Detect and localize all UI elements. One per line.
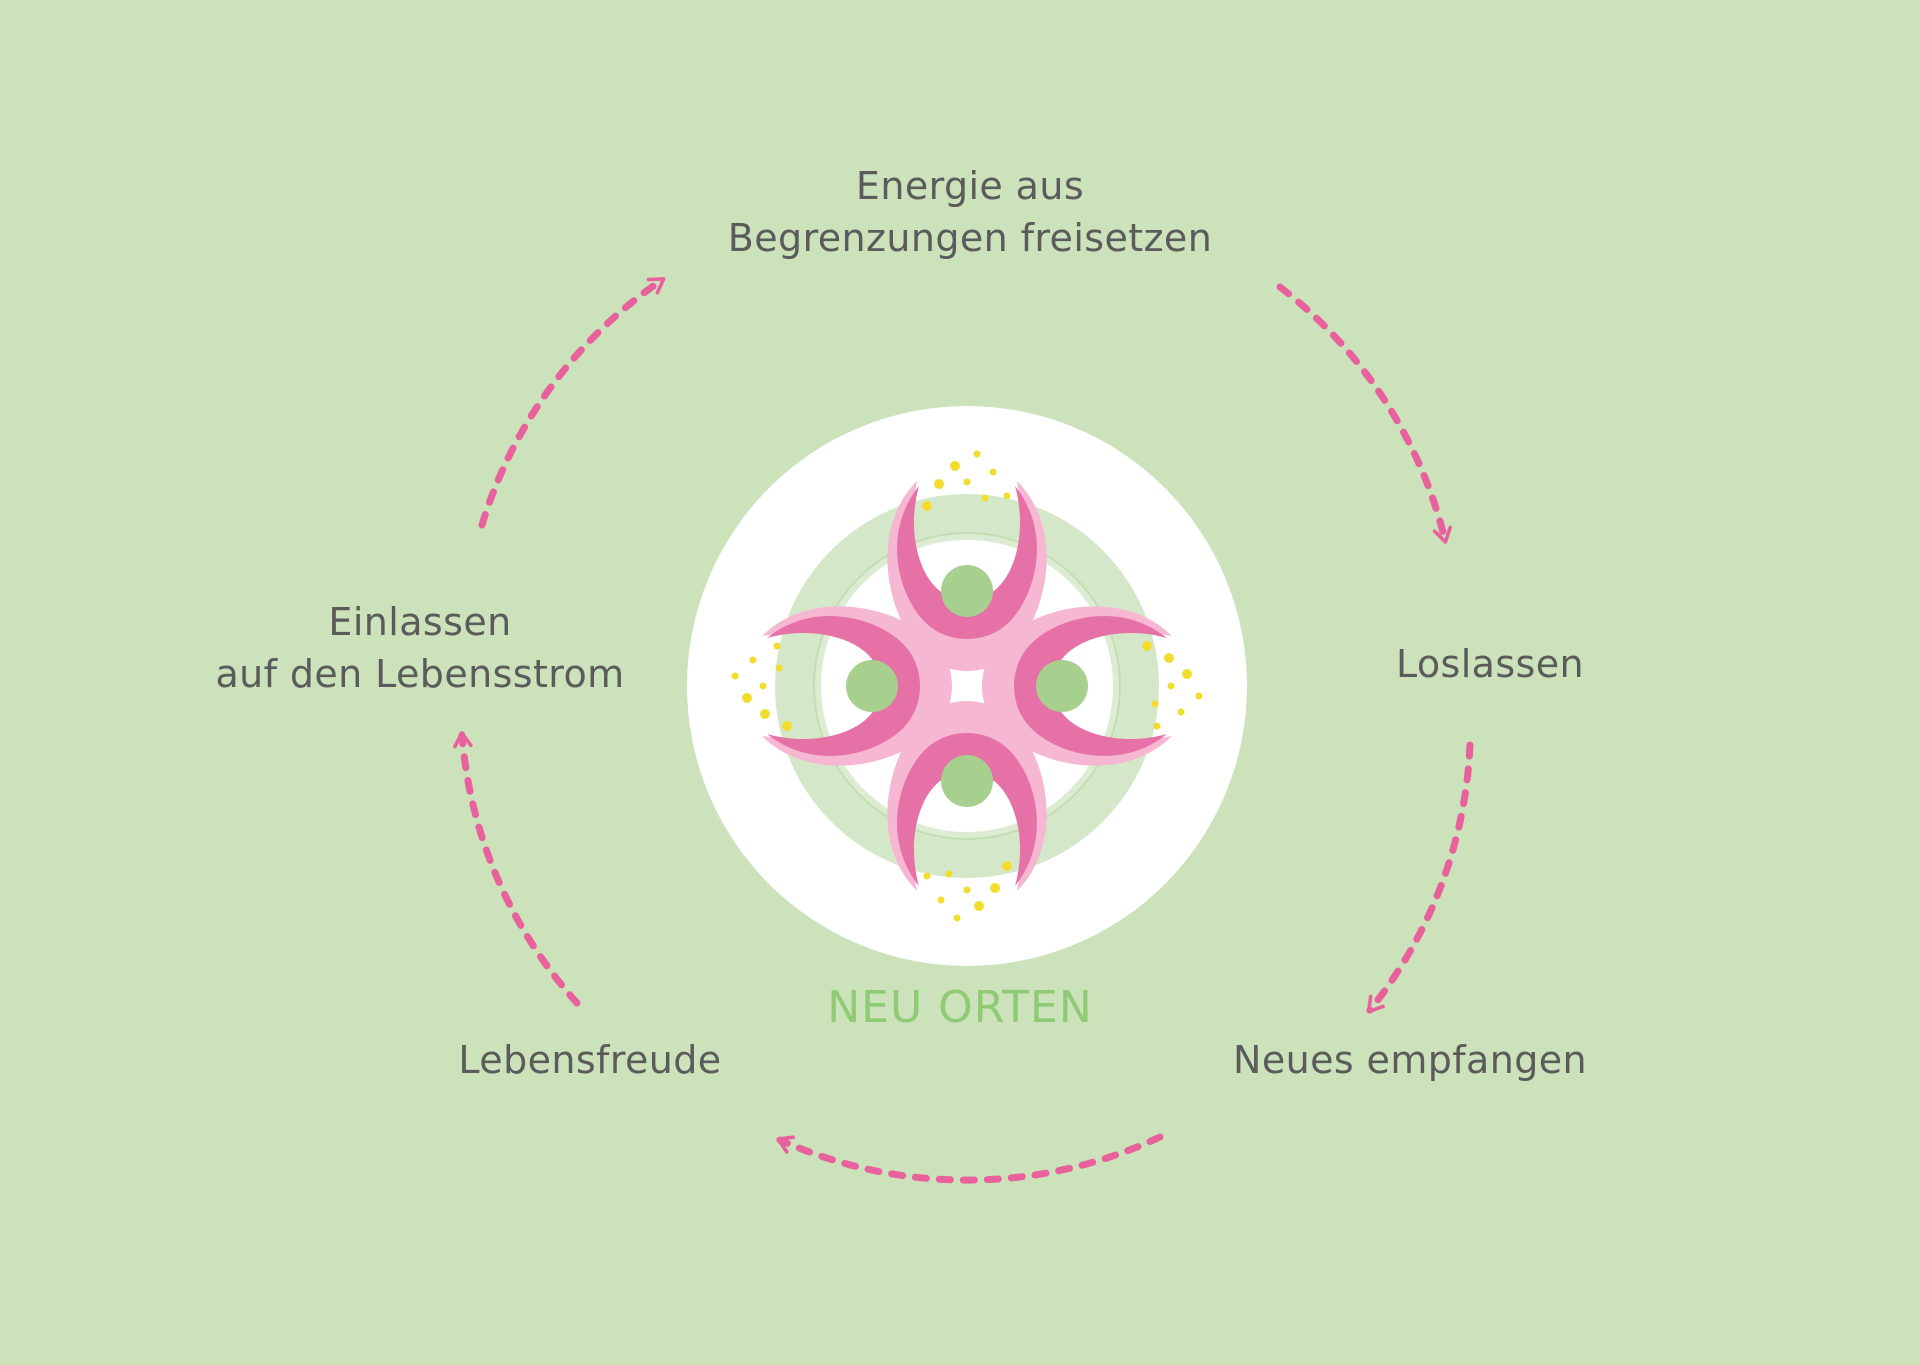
sparkle-dot	[973, 450, 981, 458]
sparkle-dot	[731, 672, 739, 680]
petal-shape	[897, 486, 1037, 639]
petal-core	[941, 755, 993, 807]
sparkle-dot	[1151, 700, 1159, 708]
sparkle-dots	[922, 450, 1011, 511]
step-neues-line-1: Neues empfangen	[1233, 1038, 1587, 1082]
arrow-lebensfreude-to-einlassen	[453, 731, 581, 1007]
sparkle-dot	[1164, 653, 1174, 663]
petal-shape	[897, 733, 1037, 886]
sparkle-dot	[950, 461, 960, 471]
sparkle-dot	[1002, 861, 1012, 871]
sparkle-dot	[1153, 722, 1161, 730]
petal-core	[1036, 660, 1088, 712]
step-energie-line-1: Energie aus	[855, 164, 1085, 208]
flower-petal	[982, 606, 1203, 766]
center-title: NEU ORTEN	[827, 982, 1093, 1033]
flower-petal	[887, 701, 1047, 922]
step-lebensfreude-line-1: Lebensfreude	[458, 1038, 722, 1082]
step-einlassen-label: Einlassen auf den Lebensstrom	[180, 596, 660, 700]
sparkle-dot	[773, 642, 781, 650]
sparkle-dot	[760, 709, 770, 719]
sparkle-dot	[937, 896, 945, 904]
step-energie-label: Energie aus Begrenzungen freisetzen	[610, 160, 1330, 264]
sparkle-dot	[990, 883, 1000, 893]
petal-shape	[767, 616, 920, 756]
arrow-einlassen-to-energie	[478, 276, 666, 529]
sparkle-dot	[923, 872, 931, 880]
arrow-neues-to-lebensfreude	[776, 1133, 1164, 1184]
flower-petal	[887, 450, 1047, 671]
watercolor-ring-inner	[813, 532, 1121, 840]
step-einlassen-line-1: Einlassen	[328, 600, 512, 644]
arrow-energie-to-loslassen	[1276, 283, 1452, 544]
step-neues-label: Neues empfangen	[1180, 1034, 1640, 1086]
sparkle-dots	[1142, 641, 1203, 730]
petal-core	[846, 660, 898, 712]
petal-shape	[1014, 616, 1167, 756]
sparkle-dot	[1182, 669, 1192, 679]
sparkle-dot	[1003, 492, 1011, 500]
sparkle-dots	[923, 861, 1012, 922]
sparkle-dot	[934, 479, 944, 489]
sparkle-dots	[731, 642, 792, 731]
watercolor-ring	[775, 494, 1159, 878]
sparkle-dot	[945, 870, 953, 878]
sparkle-dot	[1167, 682, 1175, 690]
flower-petal	[731, 606, 952, 766]
sparkle-dot	[759, 682, 767, 690]
sparkle-dot	[1195, 692, 1203, 700]
step-energie-line-2: Begrenzungen freisetzen	[727, 216, 1213, 260]
cycle-arrows	[453, 276, 1474, 1184]
center-emblem	[687, 406, 1247, 966]
sparkle-dot	[775, 664, 783, 672]
sparkle-dot	[749, 656, 757, 664]
sparkle-dot	[953, 914, 961, 922]
sparkle-dot	[974, 901, 984, 911]
sparkle-dot	[963, 478, 971, 486]
arrow-loslassen-to-neues	[1366, 741, 1474, 1014]
sparkle-dot	[922, 501, 932, 511]
sparkle-dot	[1177, 708, 1185, 716]
sparkle-dot	[981, 494, 989, 502]
step-lebensfreude-label: Lebensfreude	[380, 1034, 800, 1086]
step-loslassen-line-1: Loslassen	[1395, 642, 1585, 686]
sparkle-dot	[989, 468, 997, 476]
step-loslassen-label: Loslassen	[1340, 638, 1640, 690]
sparkle-dot	[963, 886, 971, 894]
sparkle-dot	[782, 721, 792, 731]
petal-core	[941, 565, 993, 617]
sparkle-dot	[1142, 641, 1152, 651]
four-petal-flower-icon	[731, 450, 1203, 922]
step-einlassen-line-2: auf den Lebensstrom	[215, 652, 625, 696]
sparkle-dot	[742, 693, 752, 703]
center-disc	[687, 406, 1247, 966]
